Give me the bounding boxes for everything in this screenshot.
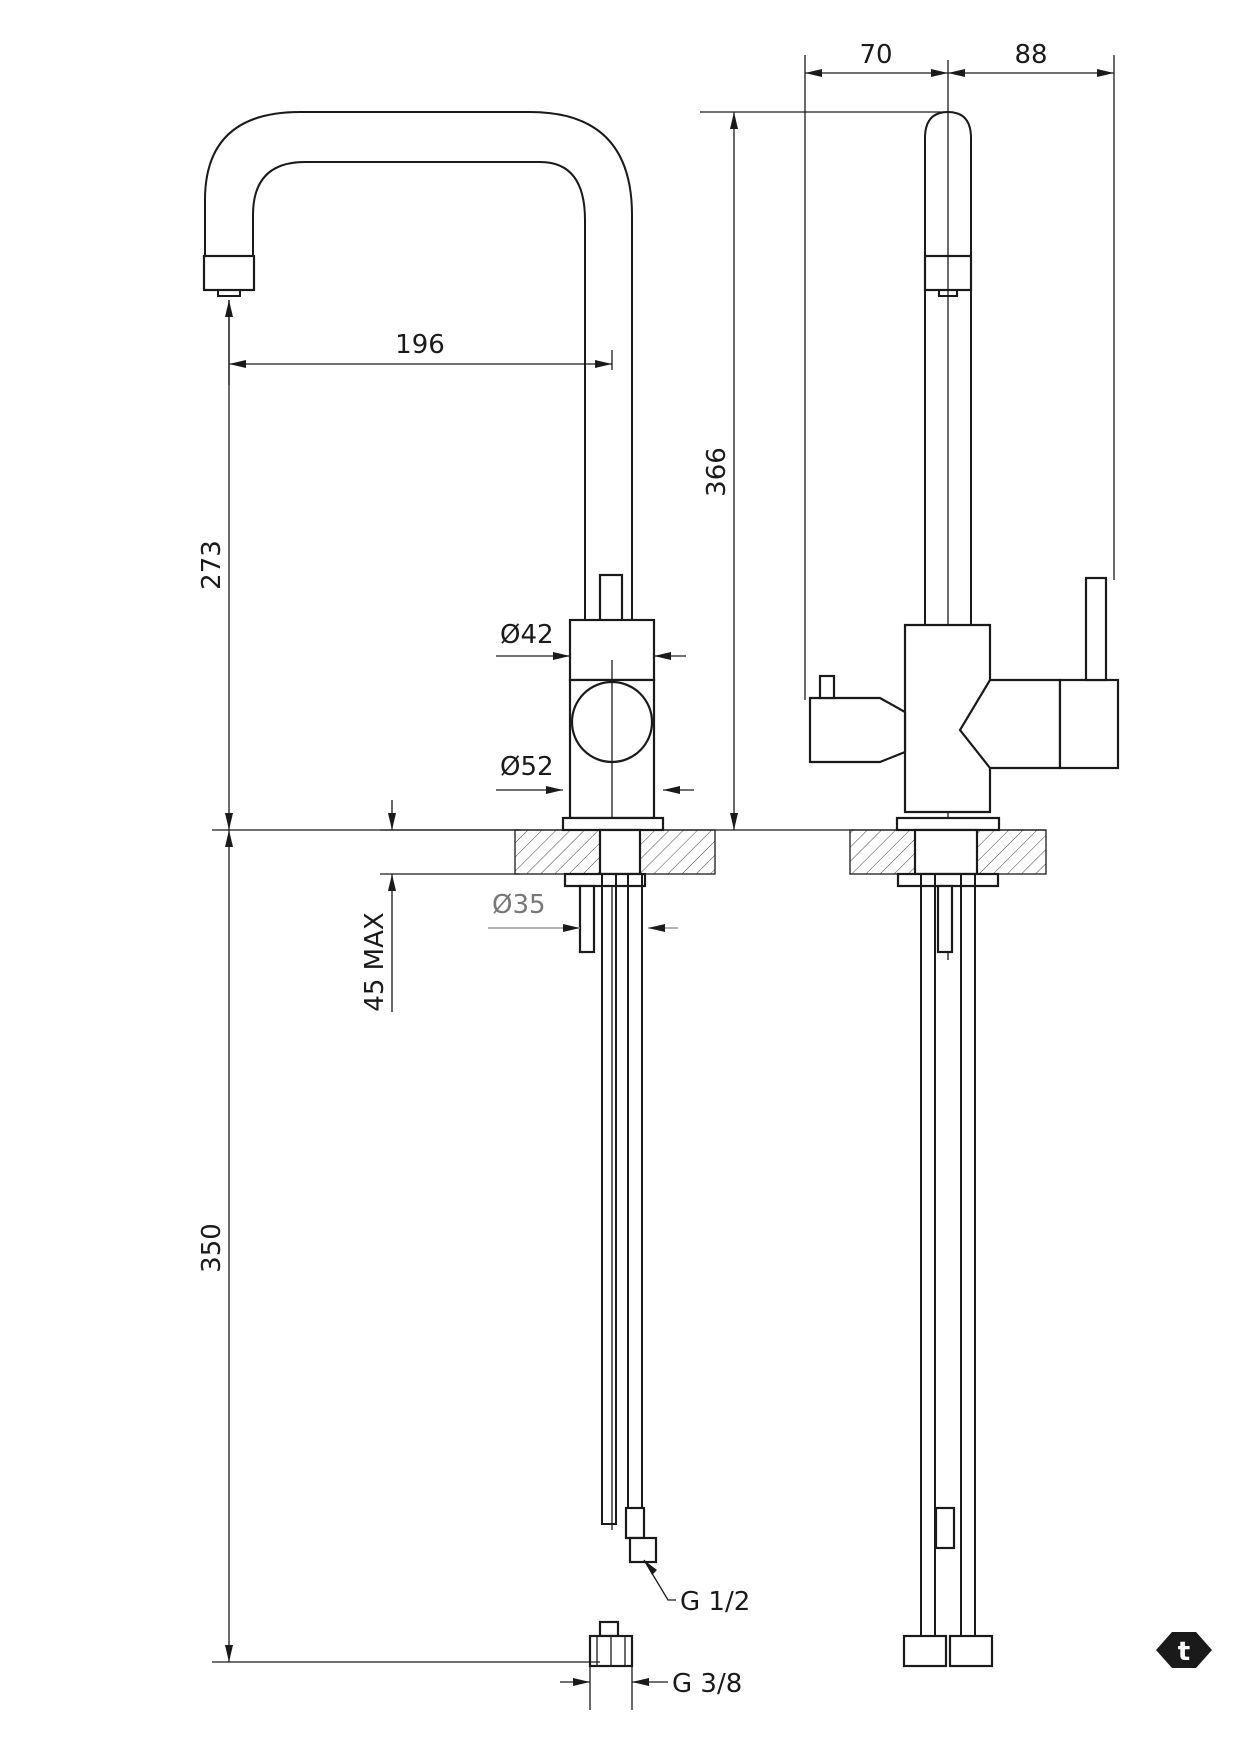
right-valve xyxy=(958,678,1062,770)
fixing-plate xyxy=(563,872,647,888)
hose-1 xyxy=(601,873,617,1525)
dim-45max-label: 45 MAX xyxy=(360,912,390,1011)
brand-logo-icon: t xyxy=(1156,1632,1212,1668)
hose-2 xyxy=(627,873,643,1525)
front-view xyxy=(202,111,716,1668)
dim-d52: Ø52 xyxy=(496,752,694,794)
dim-70-88: 70 88 xyxy=(804,40,1115,700)
dim-196-label: 196 xyxy=(395,330,445,360)
callout-g38-label: G 3/8 xyxy=(672,1669,742,1699)
dim-273-label: 273 xyxy=(197,540,227,590)
right-valve-cap xyxy=(1058,678,1120,770)
dim-273: 273 xyxy=(197,300,233,830)
left-valve xyxy=(808,696,907,764)
stud-rod xyxy=(578,884,596,954)
side-hose-ferrule xyxy=(934,1506,956,1550)
dim-350: 350 xyxy=(197,830,600,1663)
dim-196: 196 xyxy=(228,300,613,385)
hose-ferrule-lower xyxy=(598,1620,620,1638)
dim-d35-label: Ø35 xyxy=(492,890,546,920)
side-hose-1 xyxy=(920,873,936,1645)
callout-g12-label: G 1/2 xyxy=(680,1587,750,1617)
side-view xyxy=(808,60,1120,1668)
callout-g38: G 3/8 xyxy=(560,1666,742,1710)
dim-d52-label: Ø52 xyxy=(500,752,554,782)
dim-88-label: 88 xyxy=(1014,40,1047,70)
threaded-stud xyxy=(598,828,642,876)
spout-inner xyxy=(252,161,586,620)
side-hose-2 xyxy=(960,873,976,1645)
side-stud-rod xyxy=(936,884,954,954)
hose-ferrule-upper xyxy=(624,1506,646,1540)
side-lever-handle xyxy=(1084,576,1108,682)
base-ring xyxy=(561,816,665,832)
side-stud xyxy=(913,828,979,876)
dim-70-label: 70 xyxy=(859,40,892,70)
dim-366-label: 366 xyxy=(702,447,732,497)
left-valve-knob xyxy=(818,674,836,700)
dim-d35: Ø35 xyxy=(488,890,678,932)
spout-outer xyxy=(204,111,633,620)
dim-45max: 45 MAX xyxy=(360,800,520,1012)
dim-350-label: 350 xyxy=(197,1223,227,1273)
side-nut-1 xyxy=(902,1634,948,1668)
callout-g12: G 1/2 xyxy=(643,1559,750,1617)
dim-366: 366 xyxy=(700,111,948,830)
g12-connector xyxy=(628,1536,658,1564)
dim-d42: Ø42 xyxy=(496,620,686,660)
dim-d42-label: Ø42 xyxy=(500,620,554,650)
aerator-tip xyxy=(217,289,241,297)
logo-mark: t xyxy=(1178,1637,1190,1667)
side-nut-2 xyxy=(948,1634,994,1668)
side-base-ring xyxy=(895,816,1001,832)
side-fixing-plate xyxy=(896,872,1000,888)
aerator xyxy=(202,254,256,292)
